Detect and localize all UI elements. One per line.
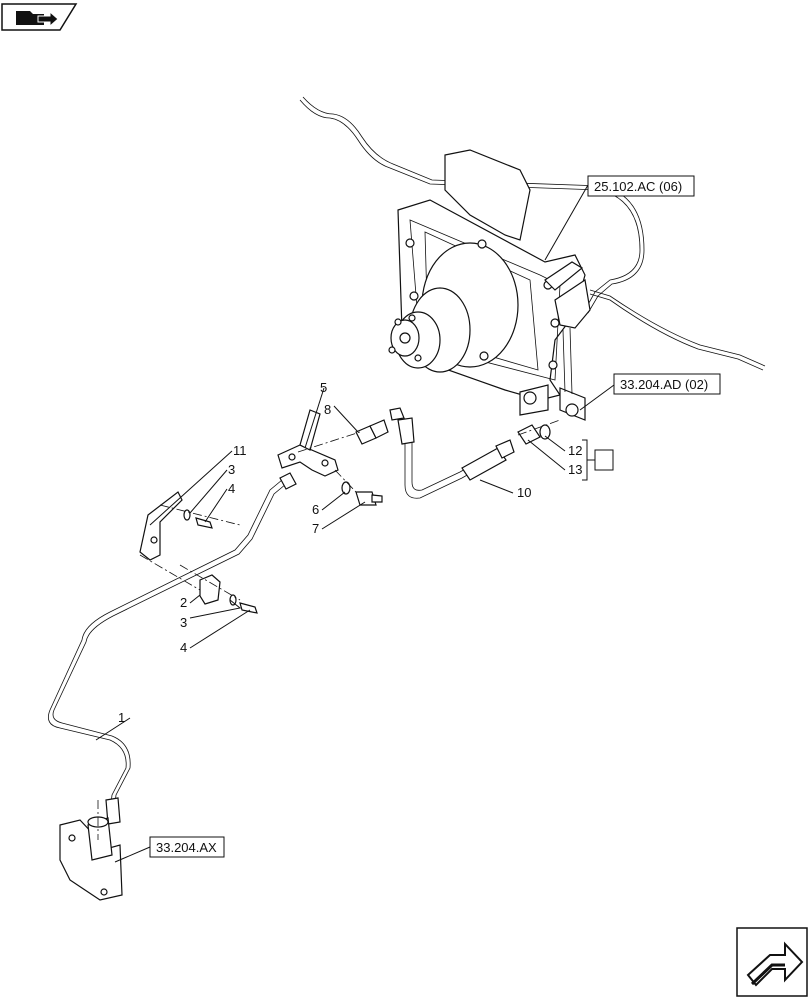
screw-3-4-lower — [229, 594, 258, 614]
screw-3-4-upper — [183, 509, 213, 529]
next-page-arrow-icon[interactable] — [736, 927, 808, 997]
callout-13: 13 — [568, 462, 582, 477]
callout-3-lower: 3 — [180, 615, 187, 630]
ref-box-33-204-ad[interactable]: 33.204.AD (02) — [613, 373, 721, 395]
callout-6: 6 — [312, 502, 319, 517]
callout-4-upper: 4 — [228, 481, 235, 496]
ref-box-33-204-ax[interactable]: 33.204.AX — [149, 836, 225, 858]
callout-8: 8 — [324, 402, 331, 417]
ref-33-204-ad[interactable]: 33.204.AD (02) — [620, 377, 708, 392]
callout-12: 12 — [568, 443, 582, 458]
callout-11: 11 — [233, 443, 247, 458]
bracket-11 — [139, 491, 183, 561]
fitting-8 — [355, 419, 389, 445]
wire-harness — [299, 96, 766, 371]
callout-10: 10 — [517, 485, 531, 500]
alignment-lines — [97, 419, 561, 840]
folder-arrow-icon[interactable] — [1, 3, 78, 31]
callout-2: 2 — [180, 595, 187, 610]
fitting-12-13 — [517, 424, 551, 445]
clamp-2 — [199, 574, 221, 605]
group-bracket-9 — [582, 439, 614, 481]
leader-lines — [95, 184, 615, 863]
bracket-5 — [277, 409, 339, 477]
bolt-6-7 — [341, 481, 383, 506]
ref-box-25-102-ac[interactable]: 25.102.AC (06) — [587, 175, 695, 197]
ref-33-204-ax[interactable]: 33.204.AX — [156, 840, 217, 855]
brake-pipe-1 — [47, 472, 297, 825]
ref-25-102-ac[interactable]: 25.102.AC (06) — [594, 179, 682, 194]
callout-4-lower: 4 — [180, 640, 187, 655]
hydraulic-hose — [389, 407, 515, 499]
brake-valve-body — [59, 816, 123, 901]
callout-1: 1 — [118, 710, 125, 725]
callout-5: 5 — [320, 380, 327, 395]
callout-7: 7 — [312, 521, 319, 536]
transmission-housing — [388, 149, 591, 421]
callout-3-upper: 3 — [228, 462, 235, 477]
